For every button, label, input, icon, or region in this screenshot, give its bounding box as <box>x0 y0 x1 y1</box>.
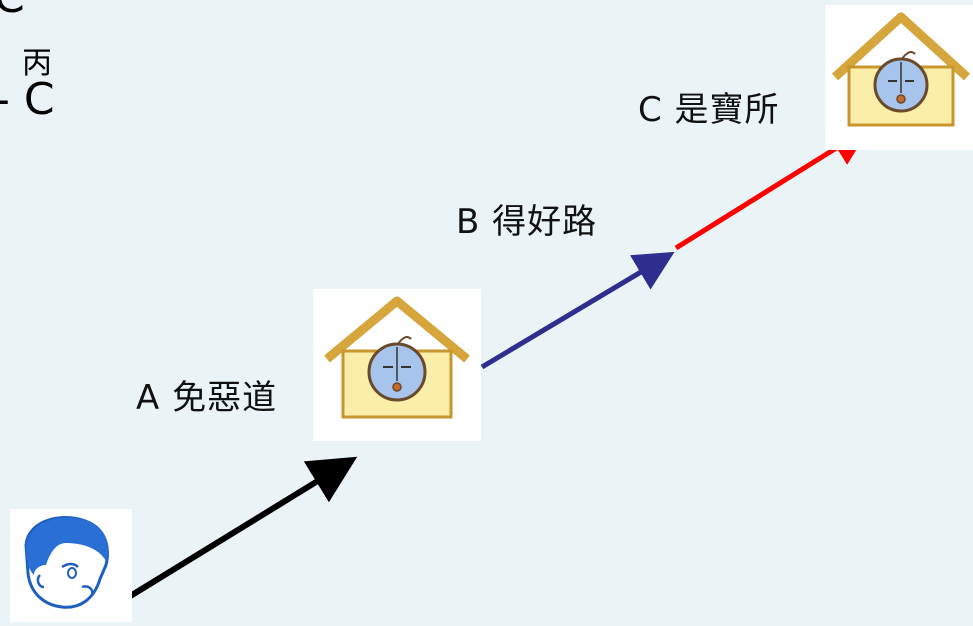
worried-person-icon <box>24 516 109 609</box>
house-c-box <box>825 5 973 150</box>
house-with-face-icon <box>324 296 470 419</box>
stage-a-label: A 免惡道 <box>136 378 278 418</box>
corner-character: 丙 <box>22 46 52 81</box>
house-a-box <box>313 289 481 441</box>
stage-c-label: C 是寶所 <box>638 90 780 130</box>
stage-b-label: B 得好路 <box>456 202 598 242</box>
arrow-b-to-c <box>674 126 871 251</box>
corner-bottom-text: - C <box>0 74 55 125</box>
person-box <box>10 509 132 622</box>
house-with-face-icon <box>831 12 971 127</box>
arrow-a-to-b <box>480 251 675 370</box>
corner-top-letter: C <box>0 0 25 23</box>
